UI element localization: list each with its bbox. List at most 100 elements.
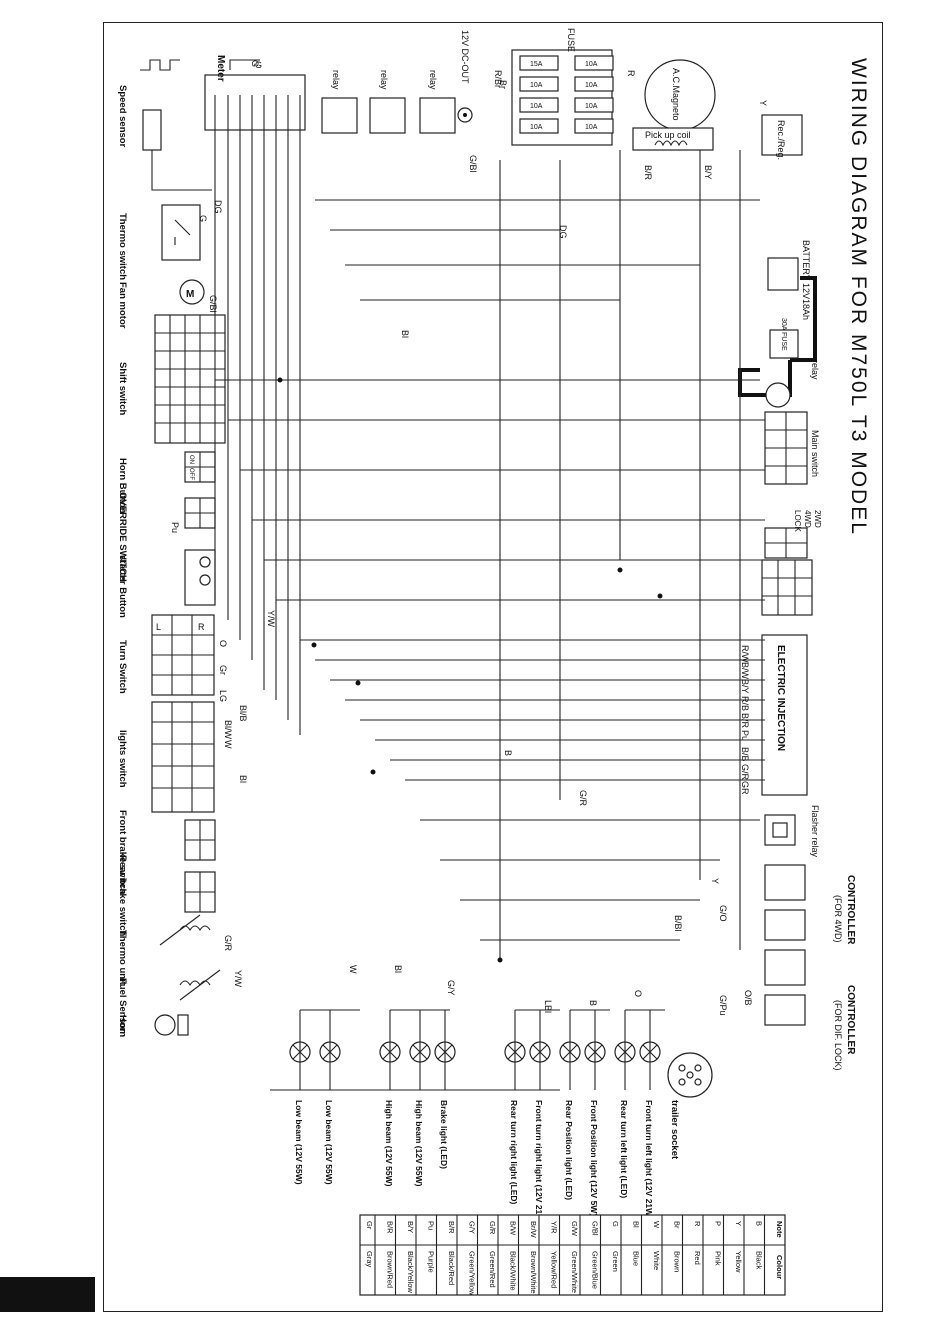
- two-wd-label: 2WD: [813, 510, 822, 528]
- fuse-rating: 10A: [585, 124, 598, 131]
- wire-color-tag: DG: [558, 225, 568, 239]
- legend-note: Pu: [427, 1221, 436, 1230]
- wire-color-tag: Y/W: [233, 970, 243, 988]
- light-label: High beam (12V 55W): [414, 1100, 424, 1187]
- turn-switch-label: Turn Switch: [117, 640, 128, 694]
- relay-2-label: relay: [379, 70, 389, 90]
- legend-colour: Green/Yellow: [468, 1251, 477, 1296]
- controller-4wd: CONTROLLER (FOR 4WD): [764, 864, 856, 945]
- fuel-sensor-label: Fuel Sensor: [117, 978, 128, 1033]
- fuse-cell: [519, 97, 559, 113]
- legend-note: G/Y: [468, 1221, 477, 1234]
- pickup-coil: Pick up coil: [632, 127, 714, 151]
- front-brake-switch: Front brake switch: [117, 810, 216, 895]
- legend-colour: Blue: [632, 1251, 641, 1266]
- starter-button: starter Button: [117, 549, 216, 618]
- wire-color-tag: G/Bl: [468, 155, 478, 173]
- wire-color-tag: O: [218, 640, 228, 647]
- wire-color-tag: B/Y: [703, 165, 713, 180]
- legend-note: G: [611, 1221, 620, 1227]
- four-wd-label: 4WD: [803, 510, 812, 528]
- fuse-cell: [574, 76, 614, 92]
- diagram-frame: [103, 22, 883, 1312]
- wire-color-tag: G: [198, 215, 208, 222]
- horn-label: Horn: [117, 1015, 128, 1037]
- legend-colour: Gray: [365, 1251, 374, 1268]
- wire-color-tag: W: [223, 740, 233, 749]
- fuse-cell: [519, 55, 559, 71]
- thermo-switch-label: Thermo switch: [117, 213, 128, 280]
- wire-color-tag: B/Bl: [673, 915, 683, 932]
- horn: Horn: [117, 1014, 189, 1037]
- pickup-coil-label: Pick up coil: [645, 130, 691, 140]
- legend-colour: Purple: [427, 1251, 436, 1273]
- relay-2: relay: [369, 70, 406, 134]
- rec-reg: Rec./Reg.: [761, 114, 803, 160]
- relay-1-label: relay: [331, 70, 341, 90]
- legend-note: Gr: [365, 1221, 374, 1230]
- ei-wire-label: B/Y: [740, 679, 750, 694]
- legend-note: G/W: [570, 1221, 579, 1237]
- legend-note: Br/W: [529, 1221, 538, 1239]
- legend-note: B: [755, 1221, 764, 1226]
- legend-colour: Black/Red: [447, 1251, 456, 1285]
- drive-selector: 2WD 4WD LOCK: [764, 510, 822, 559]
- fuse-rating: 10A: [530, 124, 543, 131]
- fuse-rating: 10A: [585, 82, 598, 89]
- rec-reg-label: Rec./Reg.: [776, 120, 786, 160]
- wire-color-tag: Gr: [218, 665, 228, 675]
- wire-color-tag: DG: [213, 200, 223, 214]
- legend-colour: Green/Red: [488, 1251, 497, 1288]
- speed-sensor: Speed sensor: [117, 59, 212, 191]
- legend-colour: Pink: [714, 1251, 723, 1266]
- battery: BATTERY 12V18Ah: [738, 240, 817, 397]
- controller-diff-sub: (FOR DIF. LOCK): [833, 1000, 843, 1071]
- light-label: Low beam (12V 55W): [324, 1100, 334, 1185]
- legend-note: Y/R: [550, 1221, 559, 1234]
- thermo-switch: Thermo switch: [117, 204, 201, 280]
- wire-color-tag: Bl/B: [238, 705, 248, 722]
- ei-wire-label: R/W: [740, 645, 750, 663]
- select-connector: [761, 559, 813, 616]
- wire-color-tag: Bl: [393, 965, 403, 973]
- legend-note: B/W: [509, 1221, 518, 1236]
- light-label: Front Position light (12V 5W): [589, 1100, 599, 1216]
- legend-colour: Brown/White: [529, 1251, 538, 1294]
- battery-label: BATTERY 12V18Ah: [801, 240, 811, 320]
- legend-note: G/Bl: [591, 1221, 600, 1236]
- wire-color-tag: Bl: [400, 330, 410, 338]
- flasher-relay: Flasher relay: [764, 805, 820, 858]
- legend-header-note: Note: [775, 1221, 784, 1238]
- lock-label: LOCK: [793, 510, 802, 532]
- light-label: Rear turn left light (LED): [619, 1100, 629, 1198]
- override-pu-label: Pu: [170, 522, 180, 533]
- wire-color-tag: Y: [758, 100, 768, 106]
- thermo-unit-label: Thermo unit: [117, 930, 128, 986]
- legend-note: Y: [734, 1221, 743, 1226]
- legend-colour: Black/Yellow: [406, 1251, 415, 1293]
- electric-injection-label: ELECTRIC INJECTION: [775, 645, 786, 751]
- fuse-cell: [574, 55, 614, 71]
- horn-button-off: OFF: [188, 468, 194, 480]
- relay-1: relay: [321, 70, 358, 134]
- light-label: Brake light (LED): [439, 1100, 449, 1169]
- legend-note: Bl: [632, 1221, 641, 1228]
- fuse-label: FUSE: [566, 28, 576, 52]
- color-legend: NoteColourBBlackYYellowPPinkRRedBrBrownW…: [359, 1214, 786, 1296]
- ei-wire-label: GR: [740, 781, 750, 795]
- controller-4wd-sub: (FOR 4WD): [833, 895, 843, 943]
- fuse-rating: 10A: [585, 61, 598, 68]
- trailer-socket: trailer socket: [667, 1052, 713, 1160]
- fuel-sensor: Fuel Sensor: [117, 969, 221, 1033]
- ac-magneto-label: A.C.Magneto: [671, 68, 681, 121]
- legend-note: B/Y: [406, 1221, 415, 1233]
- wire-color-tag: Br: [498, 80, 508, 89]
- legend-note: B/R: [386, 1221, 395, 1234]
- wire-color-tag: G/Pu: [718, 995, 728, 1016]
- lights-row: Low beam (12V 55W)Low beam (12V 55W)High…: [289, 1041, 661, 1225]
- diagram-title: WIRING DIAGRAM FOR M750L T3 MODEL: [847, 58, 870, 536]
- legend-colour: White: [652, 1251, 661, 1270]
- legend-note: Br: [673, 1221, 682, 1229]
